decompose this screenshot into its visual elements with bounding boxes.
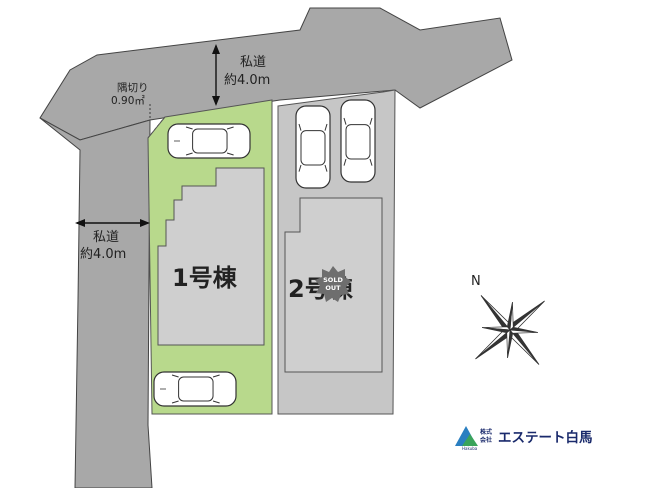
car-lot1-top	[167, 123, 251, 159]
road-left-width: 約4.0m	[80, 247, 126, 262]
road-left-surface	[39, 117, 153, 488]
corner-cut-label: 隅切り	[117, 82, 149, 94]
compass-icon	[475, 295, 545, 365]
private-road-left	[39, 117, 153, 488]
company-logo: 株式 会社 エステート白馬 Hakuba	[455, 426, 593, 451]
road-top-surface	[39, 7, 513, 141]
compass-north-label: N	[471, 274, 481, 289]
car-lot1-bottom	[153, 371, 237, 407]
logo-prefix-bottom: 会社	[480, 436, 492, 444]
logo-tagline: Hakuba	[462, 446, 478, 451]
road-top-width: 約4.0m	[224, 73, 270, 88]
road-top-dimension	[212, 44, 220, 106]
car-lot2-left	[295, 105, 331, 189]
road-left-label: 私道	[93, 230, 119, 245]
sold-out-text-top: SOLD	[323, 276, 343, 284]
sold-out-text-bottom: OUT	[325, 284, 341, 292]
road-top-label: 私道	[240, 55, 266, 70]
logo-name: エステート白馬	[498, 429, 593, 446]
corner-cut-value: 0.90㎡	[111, 95, 145, 107]
parking-cars	[153, 99, 376, 407]
lot1-building	[157, 167, 265, 346]
road-left-dimension	[75, 219, 150, 227]
lot1-label: 1号棟	[172, 264, 238, 292]
sold-out-badge: SOLD OUT	[315, 266, 351, 302]
private-road-top	[39, 7, 513, 141]
logo-prefix-top: 株式	[480, 428, 492, 436]
car-lot2-right	[340, 99, 376, 183]
sold-out-badge-shape	[315, 266, 351, 302]
